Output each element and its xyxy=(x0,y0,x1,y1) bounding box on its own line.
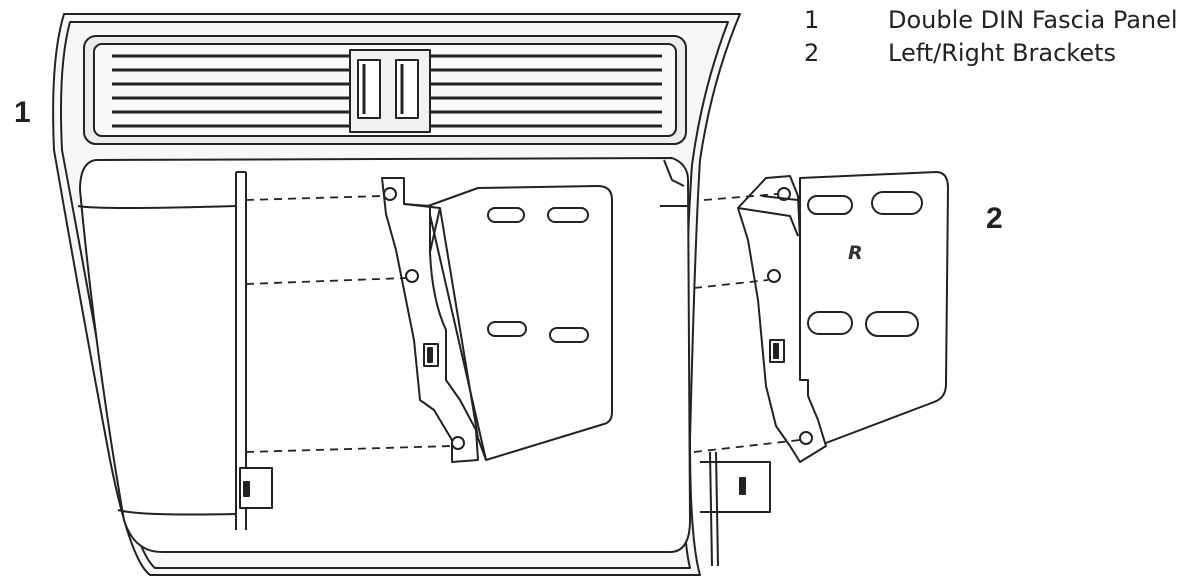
legend-row: 1 Double DIN Fascia Panel xyxy=(804,4,1178,37)
alignment-lines xyxy=(245,193,801,453)
side-rail xyxy=(700,451,771,567)
callout-panel: 1 xyxy=(14,96,31,129)
legend-label: Left/Right Brackets xyxy=(888,39,1117,67)
bracket-side-mark: R xyxy=(848,242,863,264)
parts-legend: 1 Double DIN Fascia Panel 2 Left/Right B… xyxy=(804,4,1178,70)
legend-number: 2 xyxy=(804,39,820,67)
right-bracket xyxy=(737,171,949,463)
legend-number: 1 xyxy=(804,6,820,34)
left-bracket xyxy=(381,177,613,463)
legend-label: Double DIN Fascia Panel xyxy=(888,6,1178,34)
legend-row: 2 Left/Right Brackets xyxy=(804,37,1178,70)
callout-brackets: 2 xyxy=(986,202,1003,235)
air-vent xyxy=(83,35,687,145)
